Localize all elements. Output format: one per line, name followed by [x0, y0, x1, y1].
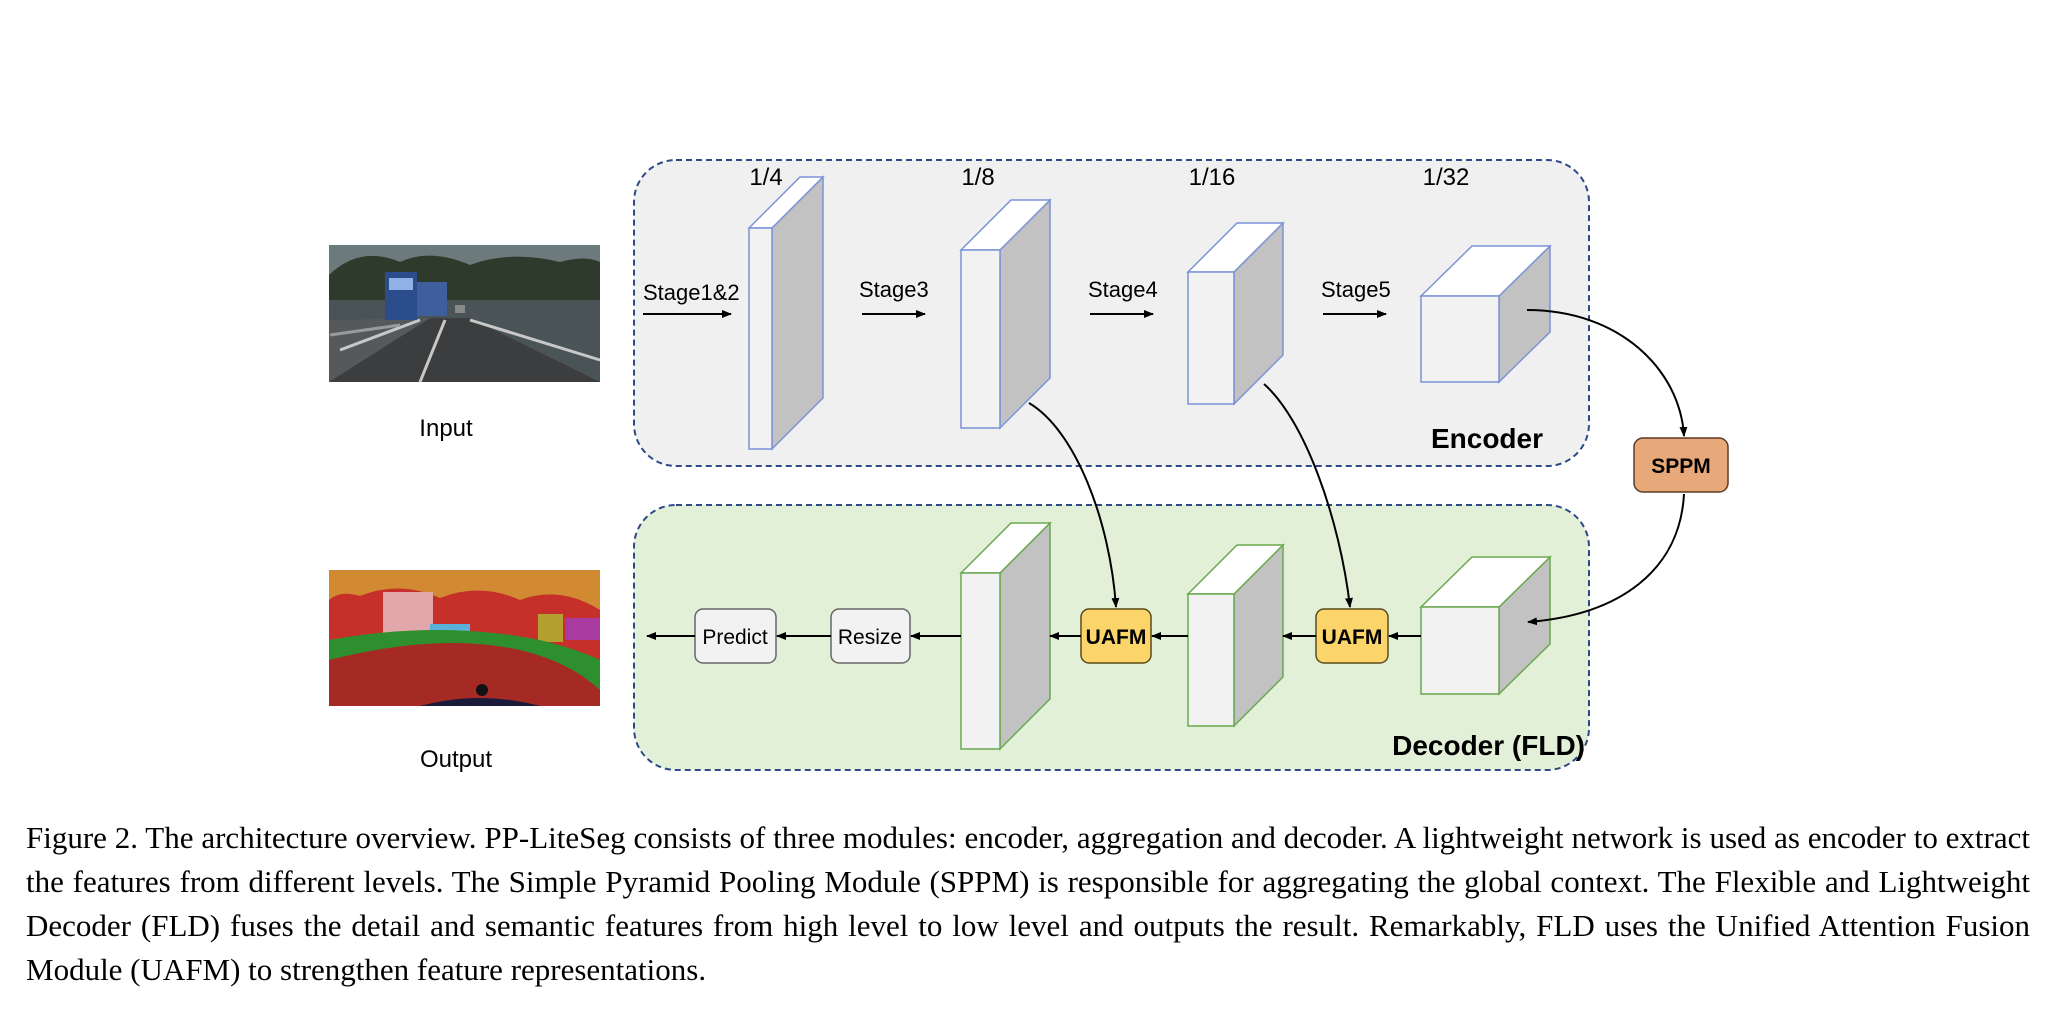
skip-connection-arrow: [1263, 383, 1353, 608]
stage-label: Stage1&2: [643, 280, 740, 305]
sppm-module: SPPM: [1633, 437, 1729, 493]
decoder-label: Decoder (FLD): [1392, 730, 1585, 761]
figure-caption: Figure 2. The architecture overview. PP-…: [26, 820, 2030, 987]
encoder-label: Encoder: [1431, 423, 1543, 454]
output-image: [329, 570, 600, 706]
stage-label: Stage4: [1088, 277, 1158, 302]
uafm-module: UAFM: [1315, 608, 1389, 664]
predict-module: Predict: [694, 608, 777, 664]
encoder-feature-block-1-4: [747, 175, 825, 451]
decoder-feature-block-2: [1186, 543, 1285, 728]
uafm-module: UAFM: [1080, 608, 1152, 664]
scale-label: 1/32: [1423, 164, 1470, 191]
stage-label: Stage5: [1321, 277, 1391, 302]
skip-connection-arrow: [1028, 402, 1120, 608]
resize-module: Resize: [830, 608, 911, 664]
output-label: Output: [420, 746, 492, 773]
encoder-feature-block-1-16: [1186, 221, 1285, 406]
encoder-feature-block-1-8: [959, 198, 1052, 430]
input-image: [329, 245, 601, 383]
uafm-label: UAFM: [1322, 626, 1383, 649]
input-label: Input: [419, 415, 473, 442]
uafm-label: UAFM: [1086, 626, 1147, 649]
decoder-feature-block-1: [959, 521, 1052, 751]
encoder-feature-block-1-32: [1419, 244, 1552, 384]
sppm-label: SPPM: [1651, 455, 1711, 478]
scale-label: 1/16: [1189, 164, 1236, 191]
resize-label: Resize: [838, 626, 902, 649]
stage-label: Stage3: [859, 277, 929, 302]
context-arrow: [1526, 309, 1688, 437]
decoder-feature-block-3: [1419, 555, 1552, 696]
context-arrow: [1527, 493, 1685, 626]
predict-label: Predict: [702, 626, 768, 649]
scale-label: 1/4: [749, 164, 782, 191]
scale-label: 1/8: [961, 164, 994, 191]
